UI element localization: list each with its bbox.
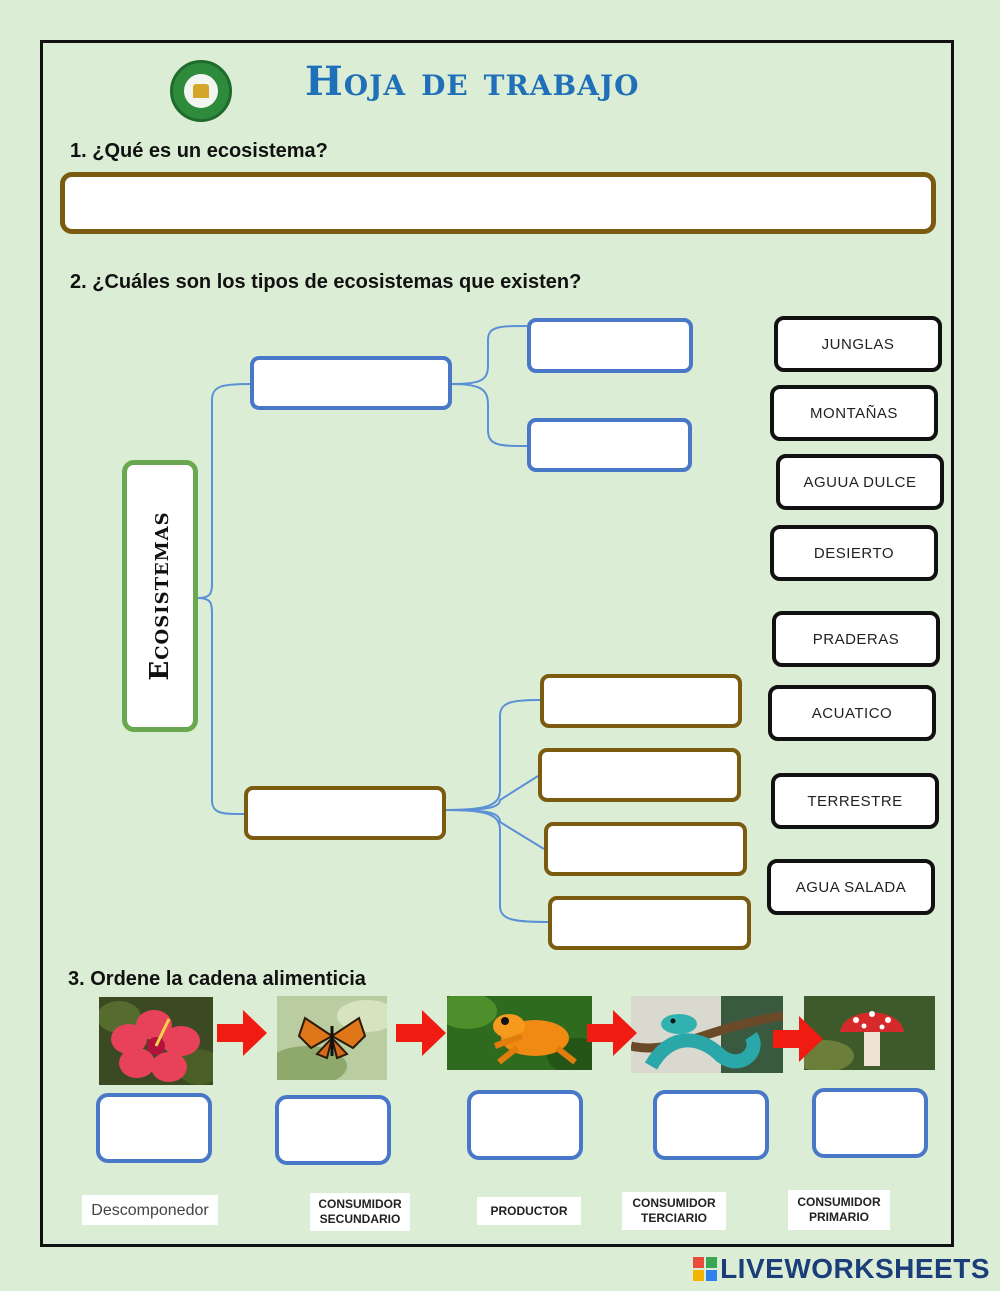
chain-label-consumidor-terciario[interactable]: CONSUMIDOR TERCIARIO [622, 1192, 726, 1230]
chain-label-text: Descomponedor [91, 1201, 209, 1219]
liveworksheets-brand-text: LIVEWORKSHEETS [720, 1253, 990, 1284]
chain-label-consumidor-secundario[interactable]: CONSUMIDOR SECUNDARIO [310, 1193, 410, 1231]
answer-field-q1[interactable] [60, 172, 936, 234]
category-box-2[interactable] [244, 786, 446, 840]
subtype-box-4[interactable] [538, 748, 741, 802]
flower-image [99, 997, 213, 1085]
word-chip-agua-dulce[interactable]: AGUUA DULCE [776, 454, 944, 510]
school-logo [170, 60, 232, 122]
chain-answer-box-3[interactable] [467, 1090, 583, 1160]
liveworksheets-icon [692, 1256, 718, 1282]
arrow-right-icon [587, 1010, 637, 1056]
subtype-box-3[interactable] [540, 674, 742, 728]
chain-label-text: SECUNDARIO [319, 1212, 401, 1226]
ecosystems-root-box [122, 460, 198, 732]
chain-answer-box-2[interactable] [275, 1095, 391, 1165]
word-chip-montanas[interactable]: MONTAÑAS [770, 385, 938, 441]
liveworksheets-logo: LIVEWORKSHEETS [692, 1253, 990, 1285]
chain-label-text: TERCIARIO [641, 1211, 707, 1225]
chain-label-consumidor-primario[interactable]: CONSUMIDOR PRIMARIO [788, 1190, 890, 1230]
question-3: 3. Ordene la cadena alimenticia [68, 968, 366, 990]
snake-image [631, 996, 783, 1073]
mushroom-image [804, 996, 935, 1070]
butterfly-image [277, 996, 387, 1080]
question-1: 1. ¿Qué es un ecosistema? [70, 140, 328, 162]
frog-image [447, 996, 592, 1070]
worksheet-frame [40, 40, 954, 1247]
word-chip-praderas[interactable]: PRADERAS [772, 611, 940, 667]
subtype-box-2[interactable] [527, 418, 692, 472]
chain-answer-box-5[interactable] [812, 1088, 928, 1158]
chain-label-text: PRIMARIO [809, 1210, 869, 1224]
subtype-box-6[interactable] [548, 896, 751, 950]
word-chip-desierto[interactable]: DESIERTO [770, 525, 938, 581]
subtype-box-1[interactable] [527, 318, 693, 373]
arrow-right-icon [396, 1010, 446, 1056]
subtype-box-5[interactable] [544, 822, 747, 876]
chain-label-text: CONSUMIDOR [318, 1197, 402, 1211]
arrow-right-icon [773, 1016, 823, 1062]
arrow-right-icon [217, 1010, 267, 1056]
word-chip-acuatico[interactable]: ACUATICO [768, 685, 936, 741]
word-chip-junglas[interactable]: JUNGLAS [774, 316, 942, 372]
category-box-1[interactable] [250, 356, 452, 410]
question-2: 2. ¿Cuáles son los tipos de ecosistemas … [70, 271, 582, 293]
ecosystems-root-label: Ecosistemas [145, 511, 175, 681]
chain-answer-box-4[interactable] [653, 1090, 769, 1160]
chain-label-text: CONSUMIDOR [632, 1196, 716, 1210]
chain-label-text: PRODUCTOR [490, 1203, 568, 1218]
chain-answer-box-1[interactable] [96, 1093, 212, 1163]
chain-label-text: CONSUMIDOR [797, 1195, 881, 1209]
chain-label-descomponedor[interactable]: Descomponedor [82, 1195, 218, 1225]
page-title: Hoja de trabajo [305, 58, 640, 105]
word-chip-agua-salada[interactable]: AGUA SALADA [767, 859, 935, 915]
word-chip-terrestre[interactable]: TERRESTRE [771, 773, 939, 829]
chain-label-productor[interactable]: PRODUCTOR [477, 1197, 581, 1225]
